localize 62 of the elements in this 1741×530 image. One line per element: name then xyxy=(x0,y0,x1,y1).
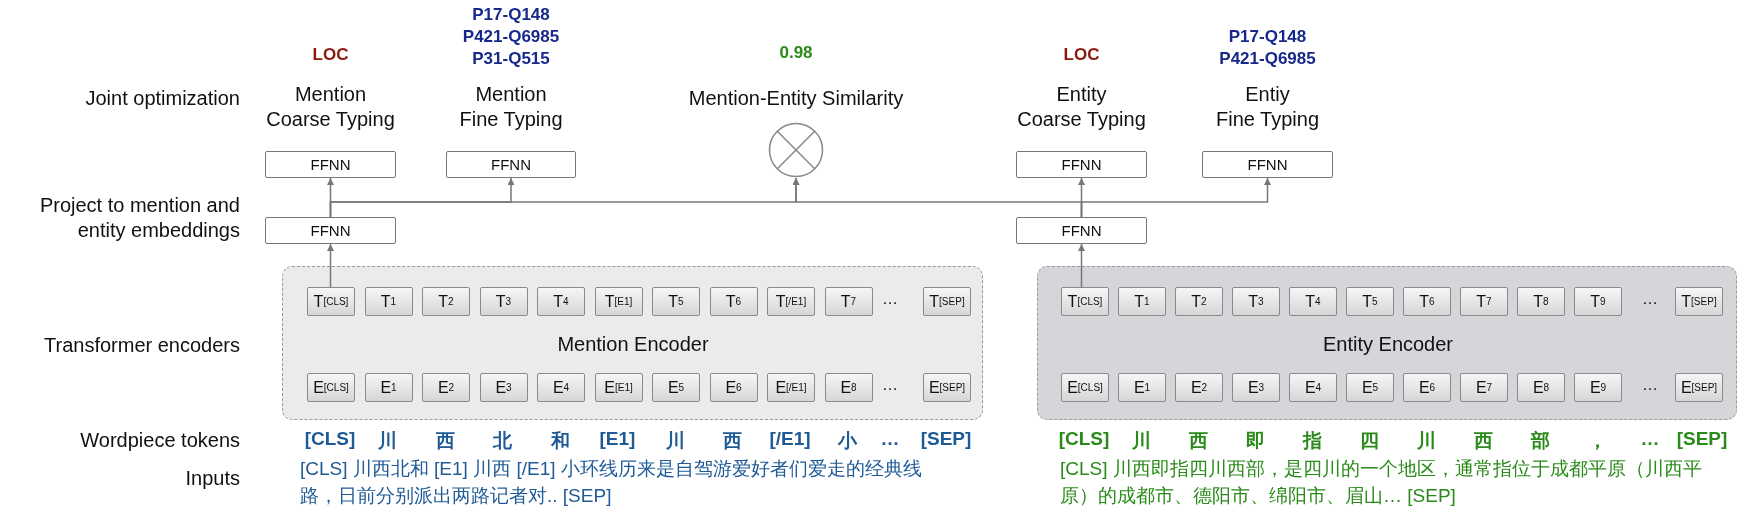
row-label: Project to mention and entity embeddings xyxy=(38,193,240,243)
wordpiece-token: ， xyxy=(1587,429,1607,453)
wordpiece-token: 川 xyxy=(378,429,397,453)
coarse-type-label: LOC xyxy=(1063,44,1100,66)
wordpiece-token: 即 xyxy=(1245,429,1265,453)
module-title: Mention-Entity Similarity xyxy=(688,86,904,111)
wordpiece-token: 西 xyxy=(1188,429,1208,453)
ffnn-box: FFNN xyxy=(265,217,396,244)
wordpiece-token: … xyxy=(1640,428,1660,450)
wordpiece-token: … xyxy=(880,428,900,450)
wordpiece-token: 北 xyxy=(493,429,512,453)
coarse-type-label: LOC xyxy=(312,44,349,66)
wordpiece-token: 川 xyxy=(1416,429,1436,453)
ffnn-box: FFNN xyxy=(1202,151,1333,178)
wordpiece-token: 西 xyxy=(435,429,455,453)
ffnn-box: FFNN xyxy=(1016,217,1147,244)
wordpiece-token: 和 xyxy=(550,429,570,453)
mention-input-text: [CLS] 川西北和 [E1] 川西 [/E1] 小环线历来是自驾游爱好者们爱走的经典线路，日前分别派出两路记者对.. [SEP] xyxy=(300,457,923,508)
fine-type-label: P421-Q6985 xyxy=(1219,48,1316,70)
ellipsis: … xyxy=(882,376,898,394)
wordpiece-token: 西 xyxy=(723,429,742,453)
wordpiece-token: 川 xyxy=(665,429,685,453)
ellipsis: … xyxy=(1642,376,1658,394)
module-title: Entiy Fine Typing xyxy=(1216,82,1319,132)
wordpiece-token: [CLS] xyxy=(1058,428,1110,450)
fine-type-label: P17-Q148 xyxy=(1228,26,1307,48)
similarity-score: 0.98 xyxy=(779,42,813,64)
mention-encoder-panel xyxy=(282,266,983,420)
wordpiece-token: [SEP] xyxy=(1676,428,1728,450)
wordpiece-token: [E1] xyxy=(599,428,636,450)
row-label: Transformer encoders xyxy=(43,333,240,358)
row-label: Inputs xyxy=(184,466,240,491)
circled-times-symbol xyxy=(768,122,824,178)
ellipsis: … xyxy=(1642,290,1658,308)
wordpiece-token: [CLS] xyxy=(304,428,356,450)
encoder-title: Entity Encoder xyxy=(1322,333,1454,356)
arrow xyxy=(1080,177,1271,218)
fine-type-label: P17-Q148 xyxy=(472,4,550,26)
row-label: Wordpiece tokens xyxy=(79,428,240,453)
module-title: Entity Coarse Typing xyxy=(1017,82,1146,132)
ffnn-box: FFNN xyxy=(265,151,396,178)
row-label: Joint optimization xyxy=(84,86,240,111)
wordpiece-token: 四 xyxy=(1359,429,1379,453)
wordpiece-token: 小 xyxy=(838,429,857,453)
arrow xyxy=(1078,243,1085,288)
wordpiece-token: 川 xyxy=(1131,429,1151,453)
fine-type-label: P31-Q515 xyxy=(472,48,550,70)
ffnn-box: FFNN xyxy=(446,151,576,178)
wordpiece-token: [SEP] xyxy=(920,428,972,450)
wordpiece-token: 部 xyxy=(1530,429,1550,453)
module-title: Mention Coarse Typing xyxy=(266,82,395,132)
entity-input-text: [CLS] 川西即指四川西部，是四川的一个地区，通常指位于成都平原（川西平原）的成都市、德阳市、绵阳市、眉山… [SEP] xyxy=(1060,457,1703,508)
wordpiece-token: 西 xyxy=(1473,429,1493,453)
module-title: Mention Fine Typing xyxy=(459,82,563,132)
ffnn-box: FFNN xyxy=(1016,151,1147,178)
entity-encoder-panel xyxy=(1037,266,1737,420)
fine-type-label: P421-Q6985 xyxy=(462,26,560,48)
wordpiece-token: [/E1] xyxy=(769,428,811,450)
ellipsis: … xyxy=(882,290,898,308)
wordpiece-token: 指 xyxy=(1302,429,1322,453)
arrow xyxy=(327,243,334,288)
encoder-title: Mention Encoder xyxy=(557,333,709,356)
